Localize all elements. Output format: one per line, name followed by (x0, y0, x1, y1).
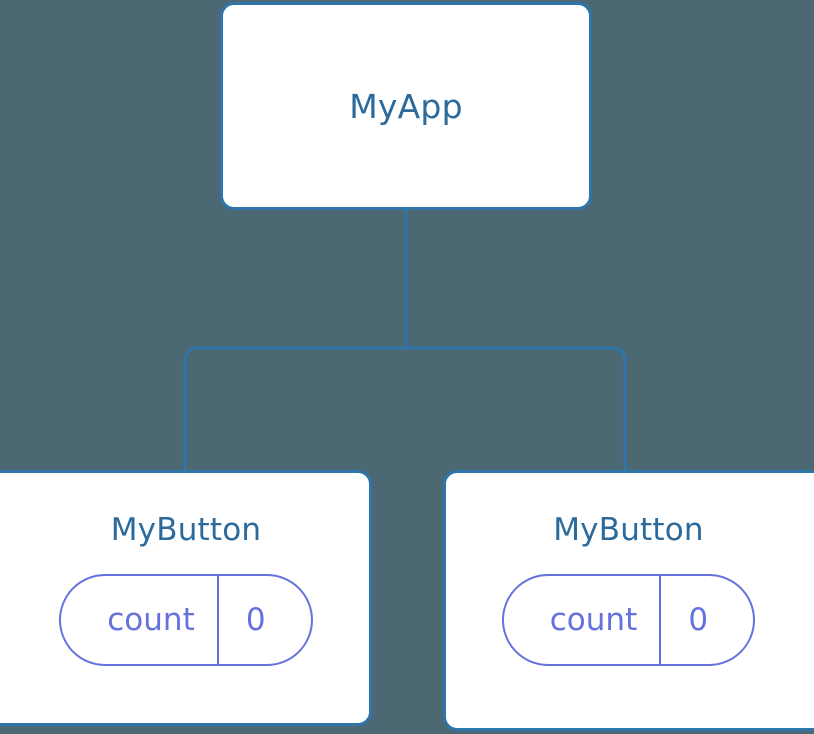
state-pill-left-value: 0 (245, 601, 266, 638)
node-myapp-label: MyApp (349, 86, 463, 126)
state-pill-right-key: count (549, 601, 638, 638)
edge-branch-left (183, 346, 406, 474)
state-pill-left-divider (216, 576, 219, 664)
node-mybutton-right[interactable]: MyButton count 0 (443, 470, 814, 731)
edge-branch-right (406, 346, 627, 474)
state-pill-left-key-cell: count (61, 576, 216, 664)
state-pill-left[interactable]: count 0 (59, 574, 313, 666)
state-pill-right[interactable]: count 0 (501, 574, 756, 666)
state-pill-right-key-cell: count (504, 576, 659, 664)
node-myapp[interactable]: MyApp (220, 2, 592, 210)
node-mybutton-left-label: MyButton (110, 512, 262, 548)
state-pill-right-value: 0 (688, 601, 709, 638)
state-pill-left-key: count (107, 601, 195, 638)
state-pill-right-divider (659, 576, 662, 664)
node-mybutton-left[interactable]: MyButton count 0 (0, 470, 372, 726)
node-mybutton-right-label: MyButton (553, 512, 704, 548)
state-pill-left-value-cell: 0 (219, 576, 311, 664)
state-pill-right-value-cell: 0 (661, 576, 753, 664)
